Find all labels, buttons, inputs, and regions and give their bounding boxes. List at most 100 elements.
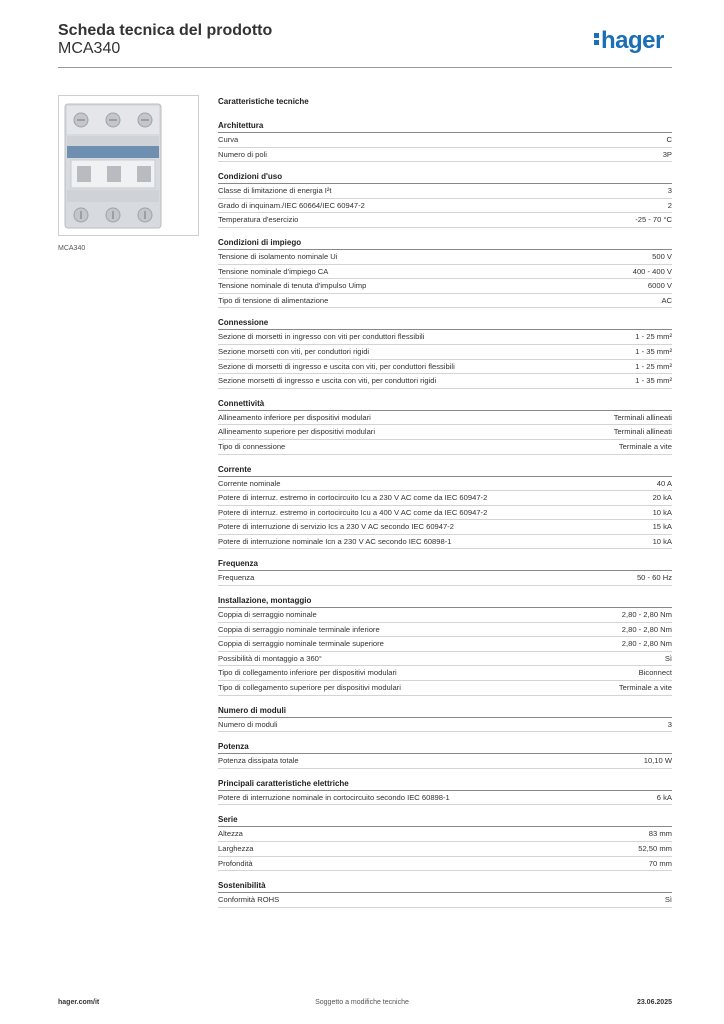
section-title: Potenza (218, 741, 672, 755)
spec-value: 2,80 - 2,80 Nm (621, 610, 672, 620)
spec-value: Terminali allineati (613, 412, 672, 422)
spec-value: 6000 V (647, 281, 672, 291)
circuit-breaker-3-pole-image (59, 96, 198, 235)
spec-label: Potere di interruz. estremo in cortocirc… (218, 493, 488, 503)
spec-label: Tipo di tensione di alimentazione (218, 295, 329, 305)
spec-row: Potenza dissipata totale 10,10 W (218, 754, 672, 769)
spec-row: Allineamento inferiore per dispositivi m… (218, 411, 672, 426)
spec-value: 3 (667, 186, 672, 196)
spec-value: Terminale a vite (618, 441, 672, 451)
spec-value: 10 kA (652, 507, 672, 517)
spec-label: Classe di limitazione di energia I²t (218, 186, 332, 196)
spec-label: Sezione morsetti di ingresso e uscita co… (218, 376, 437, 386)
spec-label: Coppia di serraggio nominale terminale i… (218, 624, 380, 634)
spec-value: -25 - 70 °C (635, 215, 672, 225)
logo-colon-icon (594, 33, 599, 45)
spec-label: Potere di interruzione di servizio Ics a… (218, 522, 454, 532)
spec-label: Numero di moduli (218, 719, 278, 729)
spec-value: Terminale a vite (618, 683, 672, 693)
spec-value: 500 V (652, 251, 672, 261)
spec-value: 15 kA (652, 522, 672, 532)
spec-label: Sezione di morsetti di ingresso e uscita… (218, 361, 455, 371)
spec-label: Sezione di morsetti in ingresso con viti… (218, 332, 425, 342)
spec-value: Biconnect (638, 668, 672, 678)
spec-value: 1 - 25 mm² (635, 361, 672, 371)
spec-value: 50 - 60 Hz (636, 573, 672, 583)
spec-label: Profondità (218, 858, 253, 868)
spec-row: Allineamento superiore per dispositivi m… (218, 425, 672, 440)
spec-label: Sezione morsetti con viti, per conduttor… (218, 346, 370, 356)
spec-value: 10,10 W (643, 756, 672, 766)
spec-label: Curva (218, 135, 239, 144)
spec-label: Grado di inquinam./IEC 60664/IEC 60947-2 (218, 200, 365, 210)
spec-row: Curva C (218, 133, 672, 148)
spec-row: Potere di interruzione nominale Icn a 23… (218, 535, 672, 550)
product-image-caption: MCA340 (58, 245, 86, 252)
spec-row: Classe di limitazione di energia I²t 3 (218, 184, 672, 199)
spec-value: 400 - 400 V (632, 266, 672, 276)
spec-label: Potenza dissipata totale (218, 756, 299, 766)
spec-row: Potere di interruzione nominale in corto… (218, 791, 672, 806)
spec-label: Frequenza (218, 573, 255, 583)
spec-row: Grado di inquinam./IEC 60664/IEC 60947-2… (218, 199, 672, 214)
section-title: Corrente (218, 464, 672, 477)
spec-label: Tensione di isolamento nominale Ui (218, 251, 338, 261)
spec-label: Possibilità di montaggio a 360° (218, 653, 322, 663)
spec-row: Tensione nominale di tenuta d'impulso Ui… (218, 279, 672, 294)
section-title: Installazione, montaggio (218, 595, 672, 609)
spec-value: 70 mm (648, 858, 672, 868)
spec-value: 2,80 - 2,80 Nm (621, 639, 672, 649)
section-title: Connettività (218, 398, 672, 411)
spec-value: 52,50 mm (638, 844, 672, 853)
footer-notice: Soggetto a modifiche tecniche (315, 999, 409, 1006)
spec-label: Allineamento inferiore per dispositivi m… (218, 412, 371, 422)
spec-row: Potere di interruz. estremo in cortocirc… (218, 506, 672, 521)
spec-label: Conformità ROHS (218, 895, 280, 905)
spec-value: Terminali allineati (613, 427, 672, 437)
spec-value: 10 kA (652, 536, 672, 546)
spec-value: 2,80 - 2,80 Nm (621, 624, 672, 634)
section-title: Principali caratteristiche elettriche (218, 778, 672, 791)
spec-value: C (666, 135, 672, 144)
spec-row: Tensione di isolamento nominale Ui 500 V (218, 250, 672, 265)
spec-row: Coppia di serraggio nominale terminale s… (218, 637, 672, 652)
spec-row: Sezione di morsetti di ingresso e uscita… (218, 360, 672, 375)
spec-label: Temperatura d'esercizio (218, 215, 299, 225)
spec-value: 3 (667, 719, 672, 729)
spec-label: Coppia di serraggio nominale terminale s… (218, 639, 384, 649)
footer-date: 23.06.2025 (636, 999, 672, 1006)
spec-row: Tipo di collegamento inferiore per dispo… (218, 666, 672, 682)
section-title: Architettura (218, 120, 672, 133)
section-title: Frequenza (218, 558, 672, 572)
spec-row: Profondità 70 mm (218, 857, 672, 872)
footer-website: hager.com/it (58, 999, 100, 1006)
spec-label: Allineamento superiore per dispositivi m… (218, 427, 376, 437)
technical-characteristics-heading: Caratteristiche tecniche (218, 97, 309, 106)
spec-label: Corrente nominale (218, 478, 281, 488)
section-title: Condizioni d'uso (218, 171, 672, 185)
spec-label: Potere di interruzione nominale in corto… (218, 792, 450, 802)
spec-label: Tipo di collegamento inferiore per dispo… (218, 668, 397, 678)
spec-value: 3P (662, 149, 672, 159)
spec-label: Potere di interruz. estremo in cortocirc… (218, 507, 488, 517)
spec-value: 1 - 25 mm² (635, 332, 672, 342)
section-title: Sostenibilità (218, 880, 672, 894)
spec-label: Numero di poli (218, 149, 267, 159)
